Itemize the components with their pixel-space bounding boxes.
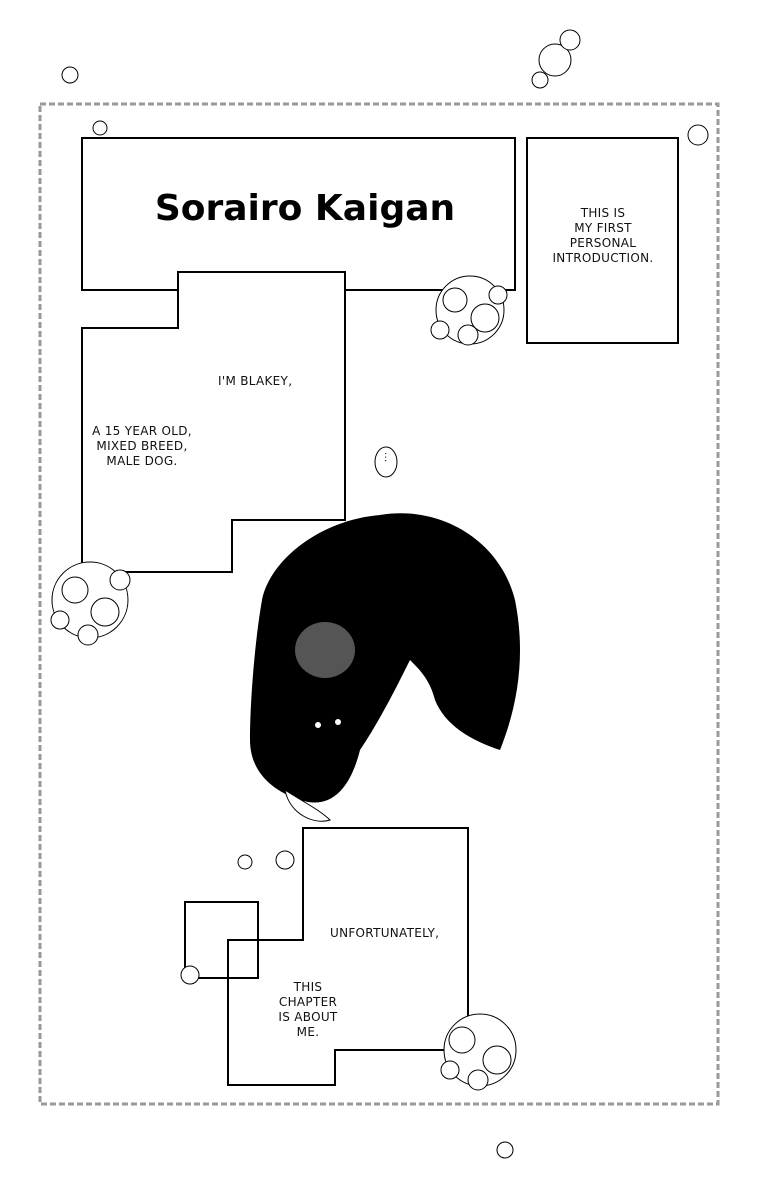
caption-line: THIS: [293, 980, 323, 994]
flower-sprig-top-left: [61, 66, 108, 136]
chapter-panel: [227, 827, 469, 1086]
intro-panel: [526, 137, 679, 344]
caption-description: A 15 YEAR OLD, MIXED BREED, MALE DOG.: [86, 424, 198, 469]
flower-clusters: [50, 29, 709, 1159]
caption-line: IS ABOUT: [278, 1010, 338, 1024]
caption-line: A 15 YEAR OLD,: [92, 424, 192, 438]
caption-line: MY FIRST: [574, 221, 632, 235]
caption-intro: THIS IS MY FIRST PERSONAL INTRODUCTION.: [540, 206, 666, 266]
caption-line: PERSONAL: [569, 236, 637, 250]
page-border: [38, 102, 720, 1106]
flower-sprig-top-right: [531, 29, 709, 146]
dog-illustration: [250, 513, 520, 822]
flower-cluster-top: [430, 275, 508, 346]
caption-unfortunately: UNFORTUNATELY,: [330, 926, 440, 940]
caption-line: INTRODUCTION.: [552, 251, 654, 265]
thought-ellipsis: ...: [382, 452, 393, 463]
caption-line: THIS IS: [580, 206, 626, 220]
caption-line: ME.: [296, 1025, 320, 1039]
caption-about: THIS CHAPTER IS ABOUT ME.: [270, 980, 346, 1040]
flower-sprig-bottom-left: [180, 850, 514, 1159]
flower-cluster-left: [50, 561, 131, 646]
caption-line: MALE DOG.: [106, 454, 178, 468]
thought-bubble: [374, 446, 398, 478]
caption-name: I'M BLAKEY,: [218, 374, 293, 388]
dog-highlight: [295, 622, 355, 678]
caption-line: CHAPTER: [278, 995, 338, 1009]
blakey-panel: [81, 271, 346, 573]
small-inset-panel: [184, 901, 259, 979]
chapter-title: Sorairo Kaigan: [154, 188, 456, 229]
flower-cluster-bottom: [440, 1013, 517, 1091]
caption-line: MIXED BREED,: [96, 439, 188, 453]
